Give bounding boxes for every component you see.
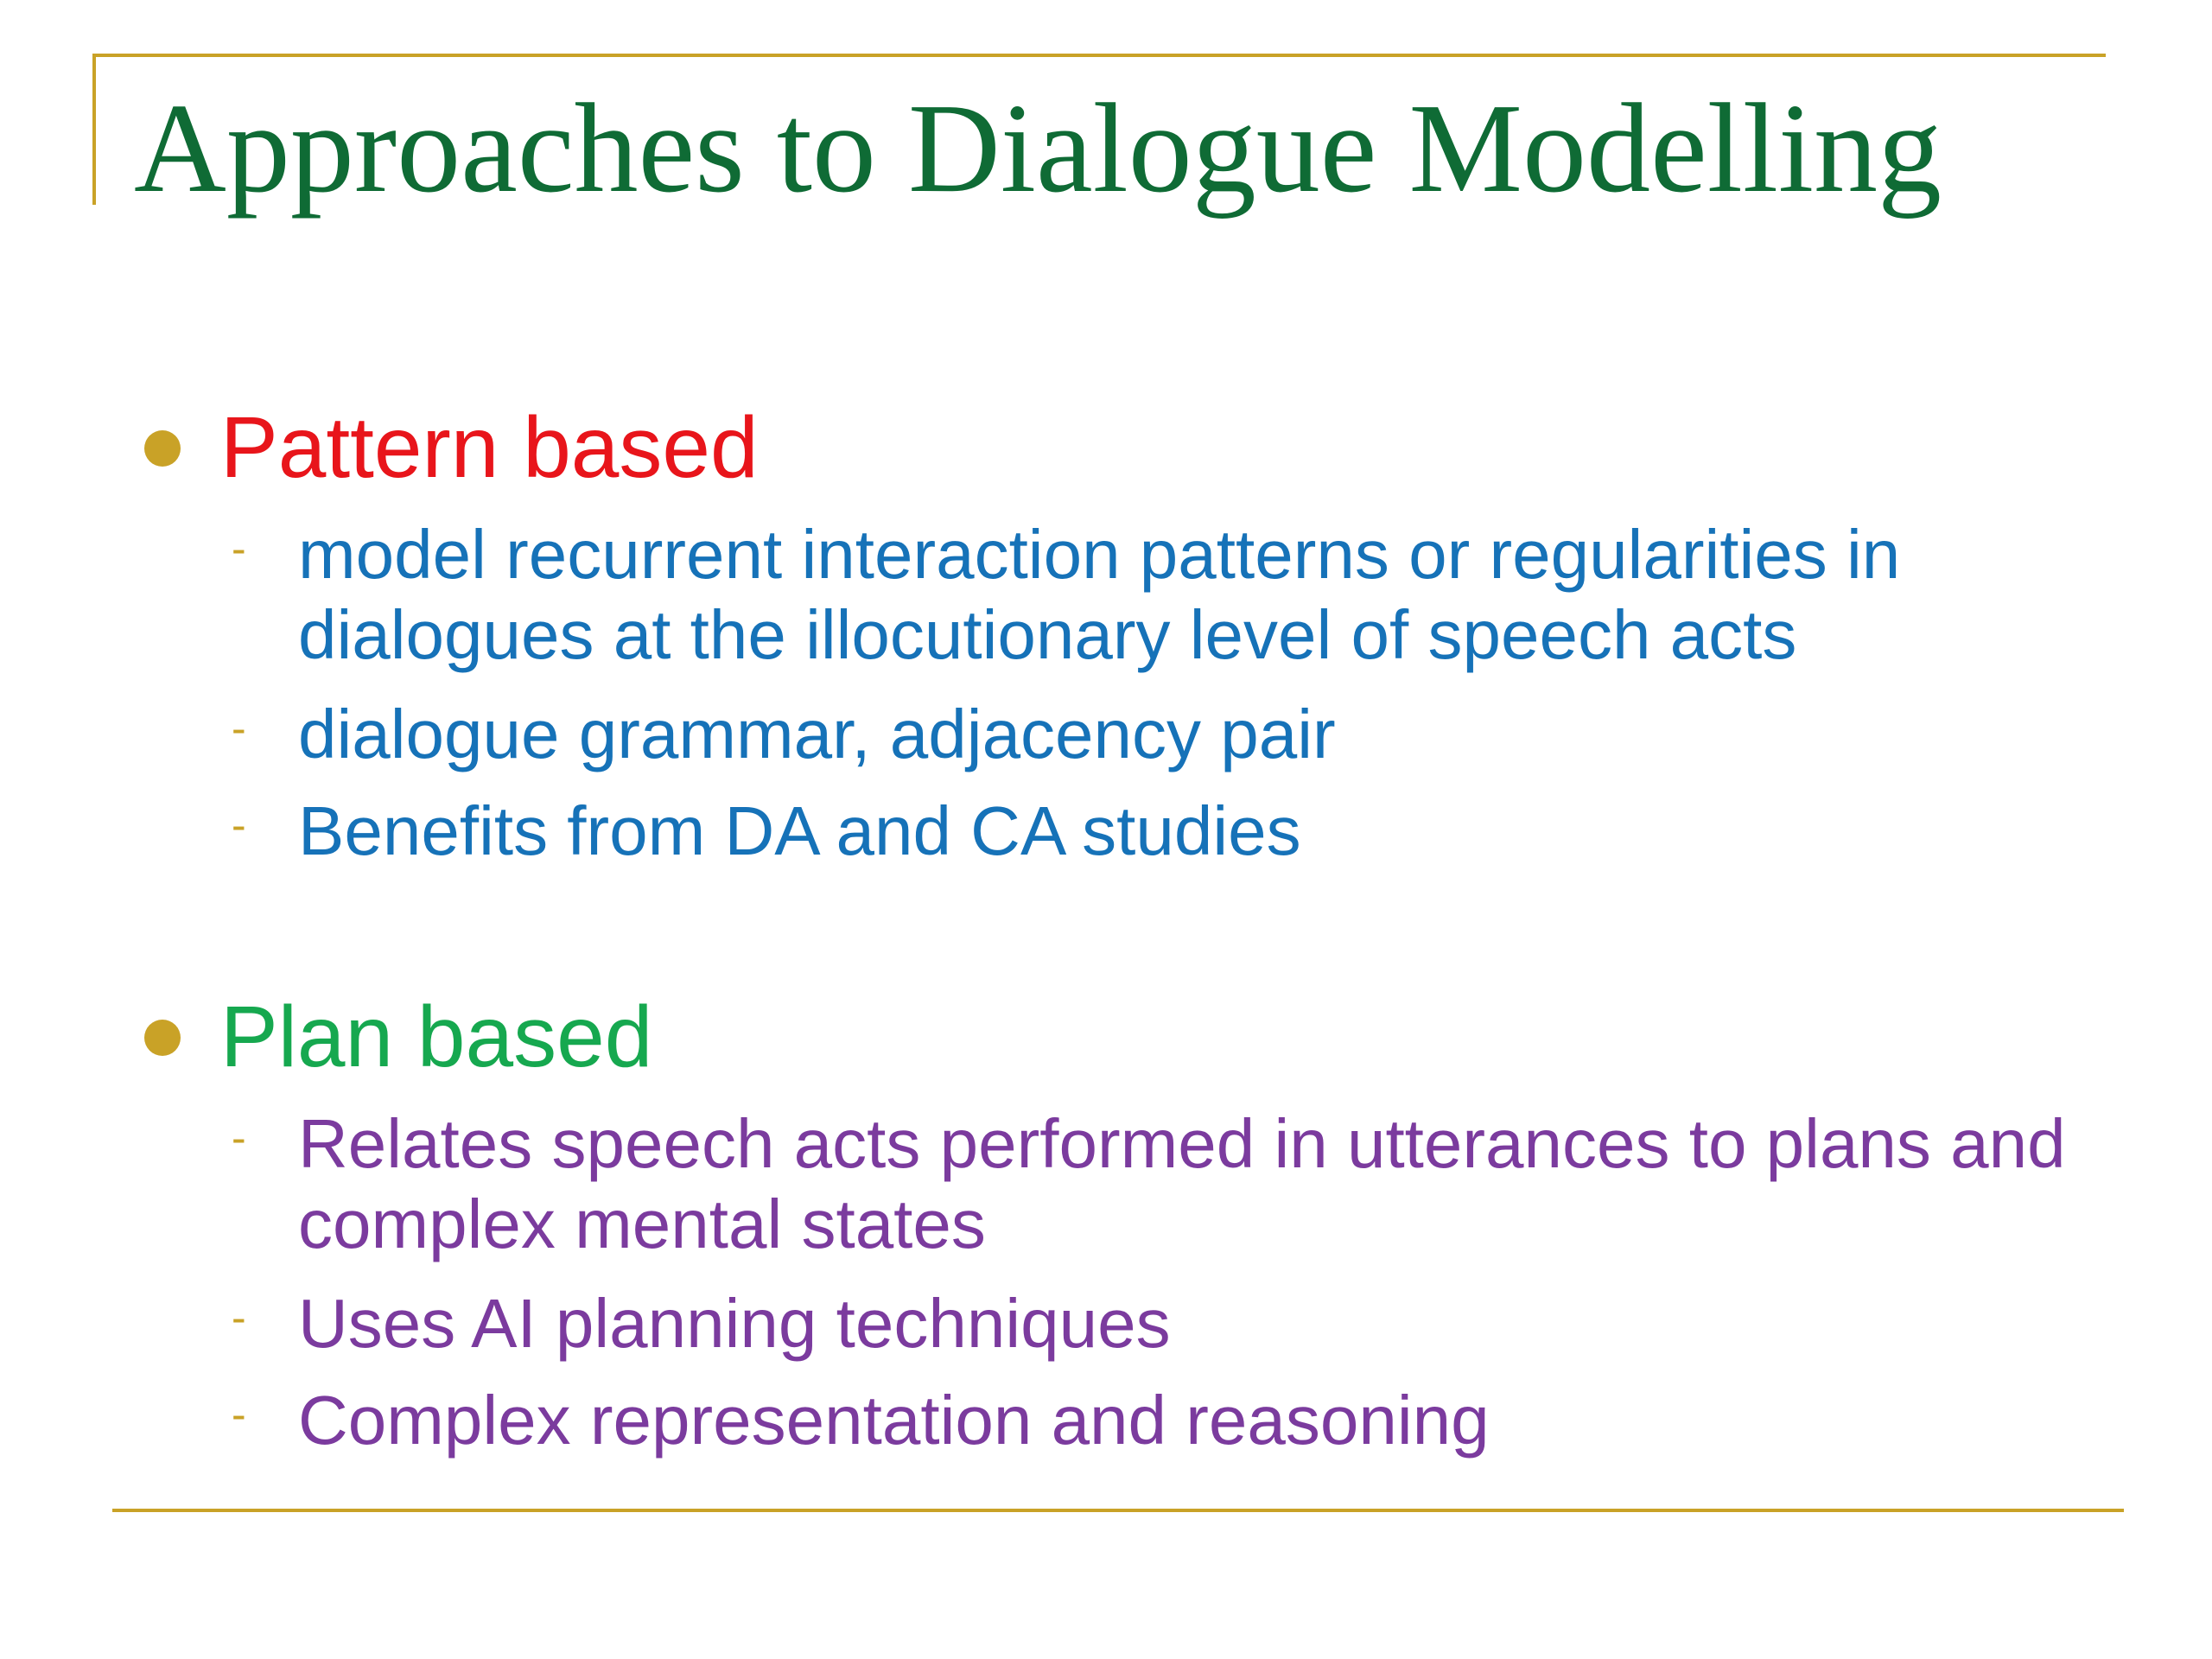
bullet-label: Pattern based [220, 399, 759, 496]
dash-icon: - [232, 1390, 246, 1439]
slide-title: Approaches to Dialogue Modelling [134, 78, 1942, 219]
bullet-dot-icon [144, 1020, 181, 1056]
subitem: Relates speech acts performed in utteran… [298, 1105, 2066, 1262]
subitem: Uses AI planning techniques [298, 1285, 1171, 1362]
dash-icon: - [232, 1114, 246, 1162]
bullet-dot-icon [144, 430, 181, 467]
bottom-rule [112, 1509, 2124, 1512]
dash-icon: - [232, 801, 246, 849]
left-rule [92, 54, 96, 205]
top-rule [92, 54, 2106, 57]
subitem: dialogue grammar, adjacency pair [298, 696, 1336, 772]
dash-icon: - [232, 1294, 246, 1342]
bullet-label: Plan based [220, 988, 653, 1085]
dash-icon: - [232, 704, 246, 753]
subitem: Benefits from DA and CA studies [298, 792, 1301, 869]
dash-icon: - [232, 524, 246, 573]
subitem: model recurrent interaction patterns or … [298, 516, 1901, 673]
subitem: Complex representation and reasoning [298, 1382, 1490, 1459]
